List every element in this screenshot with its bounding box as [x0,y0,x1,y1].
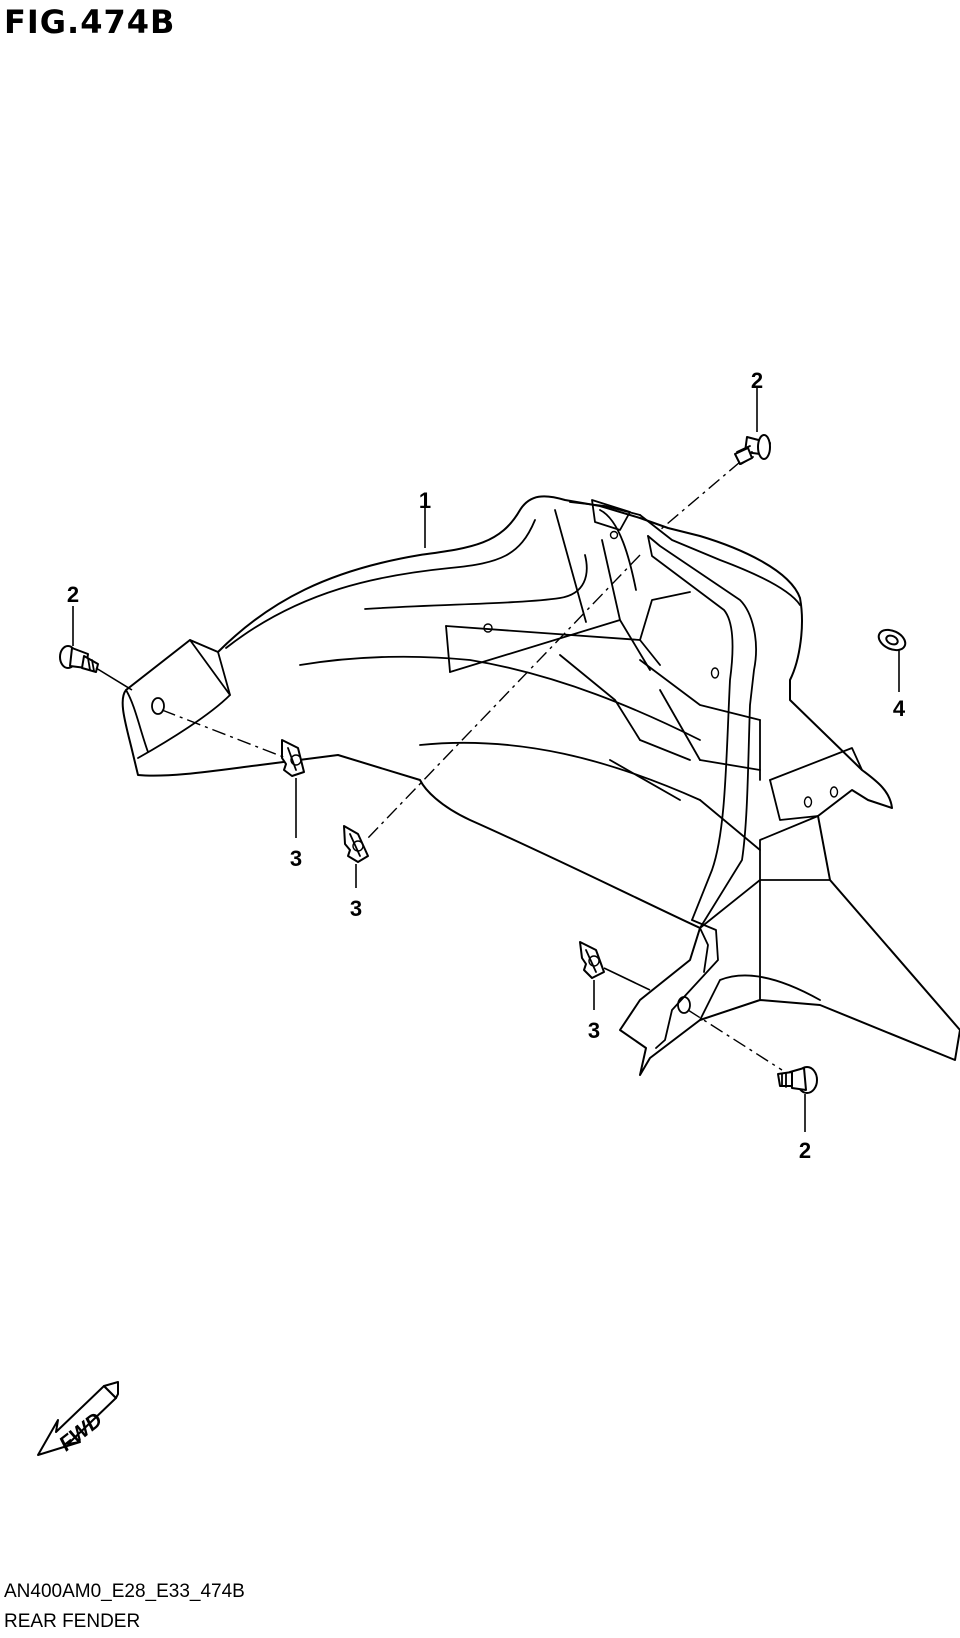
leader-left-screw [95,667,133,691]
assembly-line-bottom-screw [687,1009,783,1071]
figure-code: AN400AM0_E28_E33_474B [4,1581,245,1602]
figure-name: REAR FENDER [4,1611,141,1632]
callout-4: 4 [893,696,906,721]
part-4-washer[interactable] [876,626,909,654]
leader-bottom-clip [603,967,651,991]
part-2-screw-bottom[interactable] [777,1066,818,1094]
fwd-badge: FWD [37,1381,119,1456]
part-3-clip-nut-bottom[interactable] [579,941,605,979]
assembly-line-top-screw [659,461,741,531]
part-2-screw-left[interactable] [59,645,99,673]
part-2-screw-top[interactable] [734,434,771,465]
part-3-clip-nut-left[interactable] [281,739,305,777]
assembly-line-mid-clip [367,554,641,839]
part-1-rear-fender[interactable] [121,495,960,1076]
callout-2-left: 2 [67,582,79,607]
callout-2-bottom: 2 [799,1138,811,1163]
assembly-line-left-clip [161,709,287,759]
callout-2-top: 2 [751,368,763,393]
callout-3-bottom: 3 [588,1018,600,1043]
part-3-clip-nut-mid[interactable] [343,825,369,863]
callout-1: 1 [419,488,431,513]
figure-title: FIG.474B [4,3,176,41]
callout-3-left: 3 [290,846,302,871]
callout-3-mid: 3 [350,896,362,921]
forward-arrow-icon [37,1381,119,1456]
